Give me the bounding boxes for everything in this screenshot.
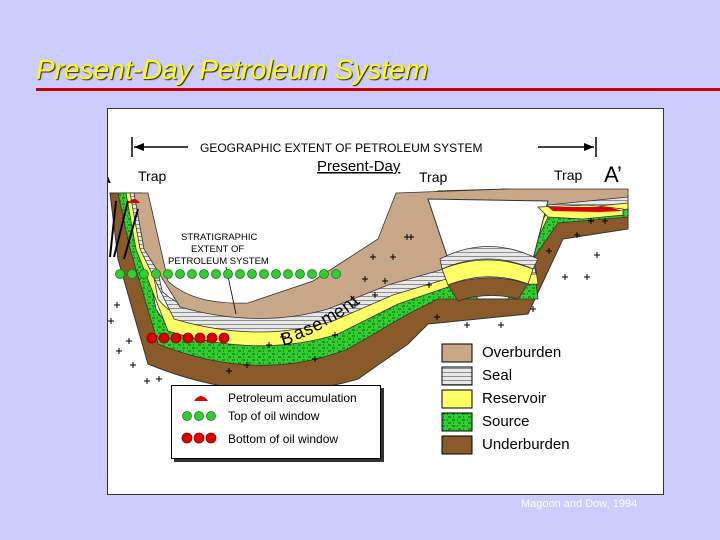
legend-underburden-label: Underburden (482, 436, 570, 453)
symbols-legend: Petroleum accumulation Top of oil window… (171, 385, 381, 459)
section-start-label: A (108, 163, 111, 188)
symbols-legend-icons (172, 386, 228, 458)
legend-reservoir-label: Reservoir (482, 390, 546, 407)
stratigraphic-extent-line2: EXTENT OF (191, 244, 244, 255)
title-underline (36, 88, 720, 91)
legend-bottom-oil-window-label: Bottom of oil window (228, 432, 338, 446)
legend-overburden-label: Overburden (482, 344, 561, 361)
legend-seal-label: Seal (482, 367, 512, 384)
extent-arrowhead-right (584, 143, 594, 151)
slide-title: Present-Day Petroleum System (36, 54, 428, 86)
geographic-extent-label: GEOGRAPHIC EXTENT OF PETROLEUM SYSTEM (200, 141, 483, 155)
overburden-swatch (442, 344, 472, 362)
source-swatch (442, 413, 472, 431)
present-day-label: Present-Day (317, 158, 401, 175)
extent-arrowhead-left (134, 143, 144, 151)
top-oil-window-legend-icon (183, 412, 216, 421)
section-end-label: A’ (604, 162, 622, 187)
underburden-swatch (442, 436, 472, 454)
bottom-oil-window-legend-icon (182, 433, 216, 443)
seal-swatch (442, 367, 472, 385)
reservoir-swatch (442, 390, 472, 408)
stratigraphic-extent-line3: PETROLEUM SYSTEM (168, 256, 269, 267)
stratigraphic-extent-line1: STRATIGRAPHIC (181, 232, 257, 243)
cross-section-panel: GEOGRAPHIC EXTENT OF PETROLEUM SYSTEM A … (107, 108, 664, 495)
legend-source-label: Source (482, 413, 530, 430)
trap-middle-label: Trap (419, 169, 447, 185)
source-credit: Magoon and Dow, 1994 (521, 498, 637, 510)
trap-right-label: Trap (554, 167, 582, 183)
trap-left-label: Trap (138, 168, 166, 184)
legend-accumulation-label: Petroleum accumulation (228, 391, 357, 405)
legend-top-oil-window-label: Top of oil window (228, 409, 319, 423)
accumulation-legend-icon (194, 396, 208, 401)
